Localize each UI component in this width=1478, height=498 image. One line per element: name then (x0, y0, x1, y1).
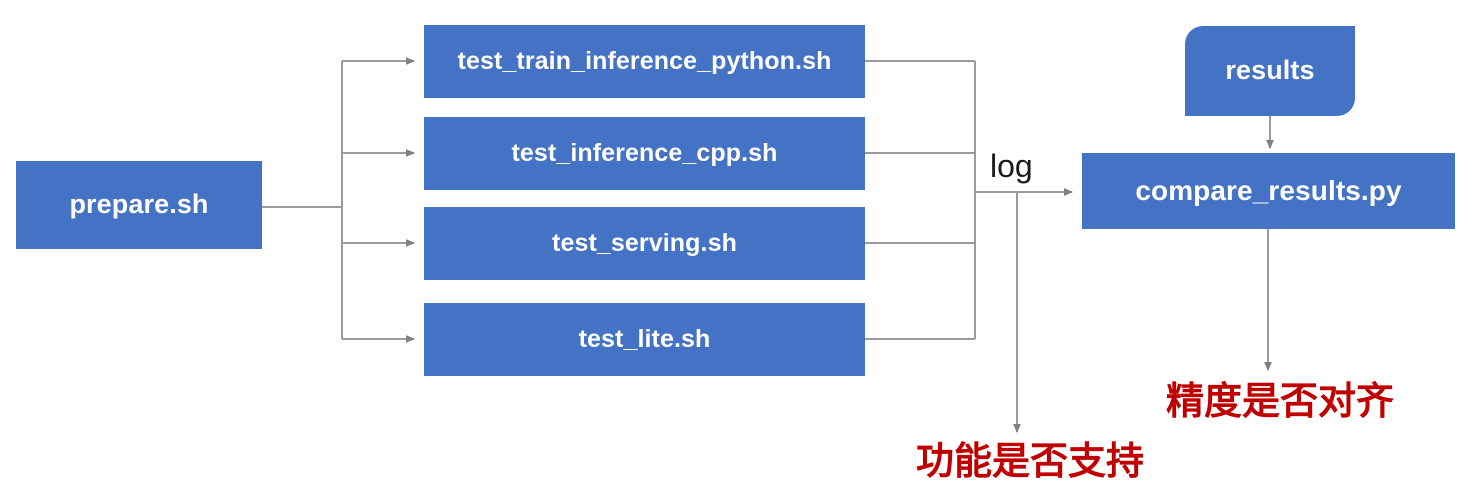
node-prepare-sh[interactable]: prepare.sh (16, 161, 262, 249)
node-test-inference-cpp-sh-label: test_inference_cpp.sh (511, 138, 778, 167)
node-results-label: results (1225, 55, 1315, 86)
node-prepare-sh-label: prepare.sh (69, 189, 209, 220)
edge-label-log: log (990, 148, 1033, 184)
node-results[interactable]: results (1185, 26, 1355, 116)
node-compare-results-py[interactable]: compare_results.py (1082, 153, 1455, 229)
node-test-serving-sh-label: test_serving.sh (552, 228, 737, 257)
node-test-serving-sh[interactable]: test_serving.sh (424, 207, 865, 280)
node-test-train-inference-python-sh[interactable]: test_train_inference_python.sh (424, 25, 865, 98)
node-compare-results-py-label: compare_results.py (1135, 174, 1402, 206)
node-test-train-inference-python-sh-label: test_train_inference_python.sh (457, 46, 832, 75)
node-test-lite-sh-label: test_lite.sh (578, 324, 711, 353)
node-test-inference-cpp-sh[interactable]: test_inference_cpp.sh (424, 117, 865, 190)
node-test-lite-sh[interactable]: test_lite.sh (424, 303, 865, 376)
annotation-function-supported: 功能是否支持 (916, 441, 1145, 483)
annotation-precision-aligned: 精度是否对齐 (1166, 381, 1395, 423)
